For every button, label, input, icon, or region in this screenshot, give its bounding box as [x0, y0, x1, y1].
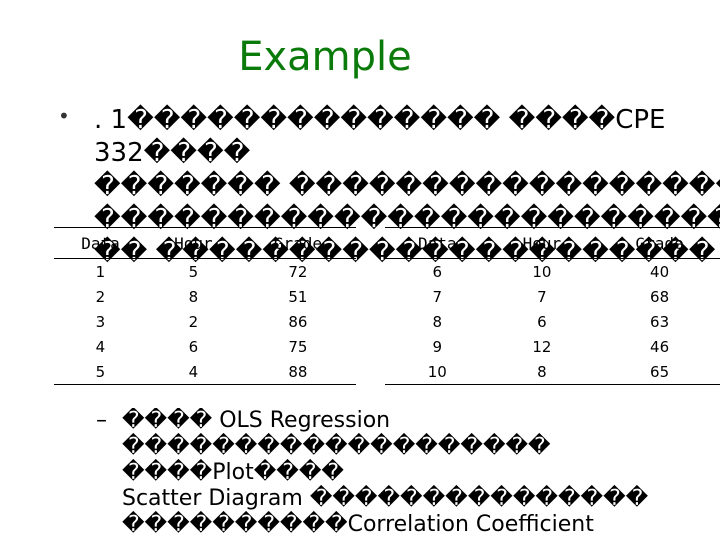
table-cell: 7 — [432, 287, 443, 306]
sub-bullet-text: ���� OLS Regression ������������������� … — [122, 408, 649, 537]
table-row: 4 6 75 — [54, 334, 356, 359]
sub-bullet-dash: – — [96, 408, 107, 433]
column-header-hour: Hour — [489, 227, 595, 259]
table-cell: 86 — [288, 312, 308, 331]
column-header-grade: Grade — [594, 227, 720, 259]
table-row: 7 7 68 — [385, 284, 720, 309]
table-cell: 75 — [288, 337, 308, 356]
column-header-data: Data — [385, 227, 490, 259]
table-cell: 12 — [532, 337, 552, 356]
table-header-row: Data Hour Grade — [385, 227, 720, 259]
table-cell: 10 — [532, 262, 552, 281]
slide-title: Example — [238, 34, 412, 80]
table-row: 3 2 86 — [54, 309, 356, 334]
table-cell: 63 — [650, 312, 670, 331]
table-cell: 1 — [95, 262, 106, 281]
column-header-data: Data — [54, 227, 147, 259]
column-header-hour: Hour — [146, 227, 240, 259]
table-cell: 4 — [146, 359, 240, 385]
table-cell: 4 — [95, 337, 106, 356]
table-cell: 8 — [432, 312, 443, 331]
table-cell: 8 — [188, 287, 199, 306]
table-cell: 8 — [489, 359, 595, 385]
table-header-row: Data Hour Grade — [54, 227, 356, 259]
table-cell: 2 — [95, 287, 106, 306]
table-row: 2 8 51 — [54, 284, 356, 309]
table-cell: 6 — [188, 337, 199, 356]
data-table-left: Data Hour Grade 1 5 72 2 8 51 3 2 86 4 6… — [54, 227, 356, 385]
table-cell: 68 — [650, 287, 670, 306]
table-cell: 72 — [288, 262, 308, 281]
table-cell: 10 — [385, 359, 490, 385]
table-cell: 65 — [594, 359, 720, 385]
table-cell: 9 — [432, 337, 443, 356]
table-row: 9 12 46 — [385, 334, 720, 359]
table-cell: 3 — [95, 312, 106, 331]
table-cell: 5 — [54, 359, 147, 385]
table-cell: 7 — [537, 287, 547, 306]
table-cell: 6 — [432, 262, 443, 281]
data-table-right: Data Hour Grade 6 10 40 7 7 68 8 6 63 9 … — [385, 227, 720, 385]
table-cell: 5 — [188, 262, 199, 281]
table-row: 5 4 88 — [54, 359, 356, 385]
table-cell: 40 — [650, 262, 670, 281]
table-row: 6 10 40 — [385, 259, 720, 285]
bullet-dot: • — [58, 104, 70, 128]
table-cell: 6 — [537, 312, 547, 331]
table-row: 10 8 65 — [385, 359, 720, 385]
table-cell: 2 — [188, 312, 199, 331]
column-header-grade: Grade — [239, 227, 356, 259]
table-cell: 51 — [288, 287, 308, 306]
table-row: 8 6 63 — [385, 309, 720, 334]
table-row: 1 5 72 — [54, 259, 356, 285]
table-cell: 46 — [650, 337, 670, 356]
table-cell: 88 — [239, 359, 356, 385]
